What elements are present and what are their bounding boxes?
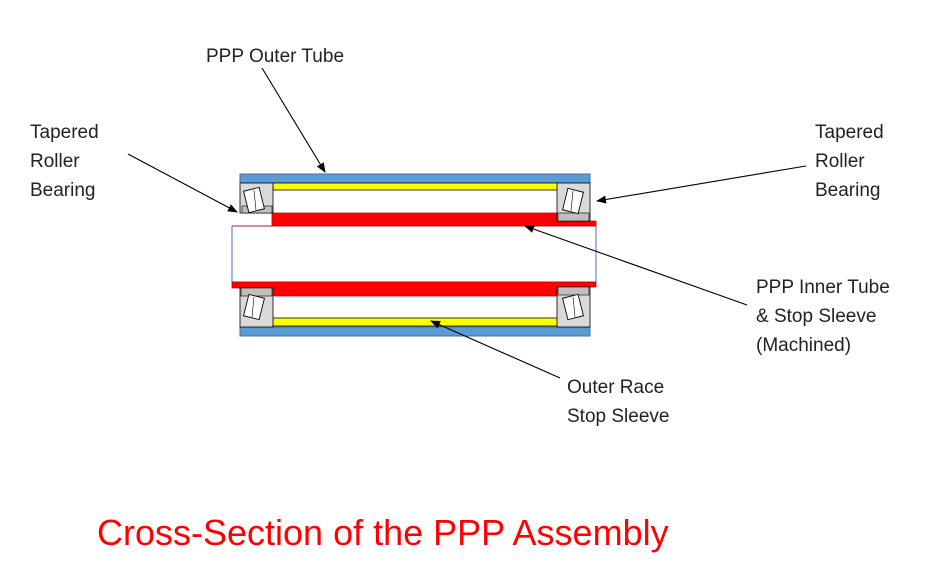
outer-tube-top xyxy=(239,173,591,184)
bearing-top-right xyxy=(556,182,591,222)
label-inner-tube: PPP Inner Tube & Stop Sleeve (Machined) xyxy=(756,277,895,356)
label-outer-race: Outer Race Stop Sleeve xyxy=(567,377,669,427)
label-inner-tube-line3: (Machined) xyxy=(756,335,851,356)
label-bearing-right-line2: Roller xyxy=(815,151,865,172)
outer-race-stop-sleeve-bottom xyxy=(272,317,559,327)
label-bearing-right-line1: Tapered xyxy=(815,122,884,143)
label-inner-tube-line1: PPP Inner Tube xyxy=(756,277,890,298)
inner-tube-bottom xyxy=(231,281,597,297)
outer-race-stop-sleeve-top xyxy=(272,182,559,191)
diagram-caption: Cross-Section of the PPP Assembly xyxy=(97,512,669,553)
leader-outer-race xyxy=(430,320,561,379)
leader-bearing-right xyxy=(596,165,807,204)
leader-outer-tube xyxy=(261,67,326,173)
label-bearing-right-line3: Bearing xyxy=(815,180,881,201)
label-outer-tube: PPP Outer Tube xyxy=(206,46,344,67)
inner-tube-top xyxy=(232,212,597,227)
label-bearing-left-line1: Tapered xyxy=(30,122,99,143)
leader-inner-tube xyxy=(524,225,748,306)
label-bearing-left-line2: Roller xyxy=(30,151,80,172)
label-inner-tube-line2: & Stop Sleeve xyxy=(756,306,876,327)
outer-tube-bottom xyxy=(239,326,591,337)
bearing-top-left xyxy=(239,182,274,214)
label-outer-race-line1: Outer Race xyxy=(567,377,664,398)
label-bearing-left: Tapered Roller Bearing xyxy=(30,122,104,201)
bearing-bottom-left xyxy=(239,287,274,328)
label-bearing-left-line3: Bearing xyxy=(30,180,96,201)
shaft-bore xyxy=(231,225,597,283)
label-outer-race-line2: Stop Sleeve xyxy=(567,406,669,427)
label-bearing-right: Tapered Roller Bearing xyxy=(815,122,889,201)
bearing-bottom-right xyxy=(556,286,591,328)
leader-bearing-left xyxy=(127,153,238,213)
